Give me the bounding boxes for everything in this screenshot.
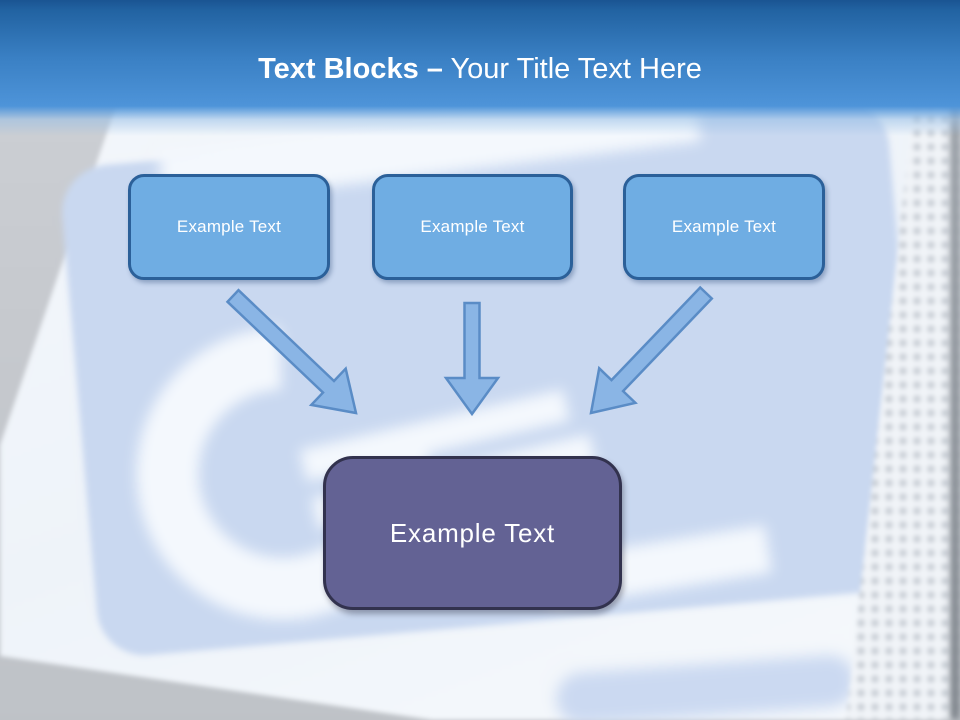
connector-arrow-right[interactable] <box>589 285 714 415</box>
title-bar <box>0 0 960 106</box>
title-bold-segment: Text Blocks – <box>258 53 443 85</box>
text-block-label: Example Text <box>420 217 525 236</box>
text-block-box-2[interactable]: Example Text <box>372 174 573 280</box>
photo-right-edge <box>950 100 960 720</box>
title-bar-fade <box>0 106 960 136</box>
text-block-box-3[interactable]: Example Text <box>623 174 825 280</box>
text-block-box-1[interactable]: Example Text <box>128 174 330 280</box>
summary-box[interactable]: Example Text <box>323 456 622 610</box>
text-block-label: Example Text <box>176 217 282 236</box>
title-regular-segment: Your Title Text Here <box>450 53 702 85</box>
connector-arrow-left[interactable] <box>225 288 358 415</box>
text-block-label: Example Text <box>671 217 777 236</box>
summary-box-label: Example Text <box>389 517 556 548</box>
slide-title[interactable]: Text Blocks – Your Title Text Here <box>0 53 960 86</box>
connector-arrow-middle[interactable] <box>443 301 501 417</box>
